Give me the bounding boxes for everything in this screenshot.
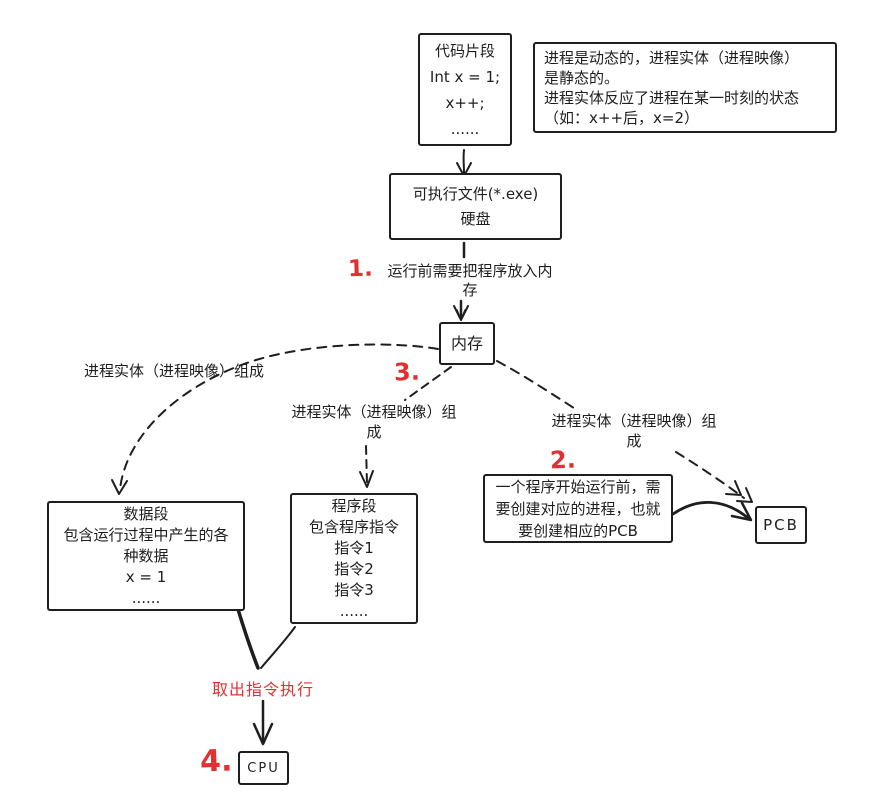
dashed-memory-to-pcb-2 — [675, 451, 745, 499]
code-line-ellipsis: ...... — [450, 119, 480, 138]
compose-label-left: 进程实体（进程映像）组成 — [84, 362, 265, 380]
step-1-label-line-2: 存 — [462, 281, 478, 299]
compose-label-middle-line-2: 成 — [366, 423, 382, 441]
arrow-exe-to-memory-head — [453, 305, 469, 321]
step-3-number: 3. — [393, 357, 421, 387]
code-line-incr: x++; — [445, 93, 485, 112]
step-2-number: 2. — [549, 445, 577, 475]
memory-box: 内存 — [439, 322, 495, 365]
exe-line-1: 可执行文件(*.exe) — [412, 184, 539, 203]
step-1-label: 运行前需要把程序放入内 存 — [372, 262, 568, 300]
note-line-2: 是静态的。 — [544, 68, 620, 87]
program-segment-instr-2: 指令2 — [334, 559, 374, 578]
data-segment-title: 数据段 — [123, 504, 169, 523]
dashed-memory-to-pcb-head-2 — [725, 480, 742, 496]
compose-label-right-line-1: 进程实体（进程映像）组 — [551, 412, 717, 430]
pcb-label: PCB — [763, 515, 799, 534]
line-program-to-fetch — [260, 626, 296, 669]
code-line-title: 代码片段 — [434, 41, 495, 60]
program-segment-title: 程序段 — [331, 496, 377, 515]
arrow-creation-to-pcb-head — [730, 501, 753, 522]
step-1-number: 1. — [347, 255, 374, 283]
compose-label-right-line-2: 成 — [626, 432, 642, 450]
cpu-box: CPU — [238, 751, 289, 785]
note-line-3: 进程实体反应了进程在某一时刻的状态 — [544, 88, 800, 107]
dashed-memory-to-program-head — [359, 470, 374, 488]
step-4-number: 4. — [199, 743, 233, 780]
program-segment-instr-1: 指令1 — [334, 538, 374, 557]
arrow-fetch-to-cpu-head — [252, 722, 274, 746]
program-segment-line-2: 包含程序指令 — [308, 517, 399, 536]
dashed-memory-to-pcb-head — [736, 487, 753, 503]
program-segment-instr-3: 指令3 — [334, 580, 374, 599]
pcb-creation-note-box: 一个程序开始运行前，需 要创建对应的进程，也就 要创建相应的PCB — [483, 474, 673, 543]
program-segment-ellipsis: ...... — [339, 601, 369, 620]
dashed-memory-to-program-2 — [365, 445, 368, 485]
dashed-memory-to-data-head — [111, 479, 128, 495]
memory-label: 内存 — [450, 334, 483, 353]
dashed-memory-to-pcb-1 — [496, 360, 578, 411]
code-snippet-box: 代码片段 Int x = 1; x++; ...... — [418, 33, 512, 146]
line-data-to-fetch — [235, 604, 260, 670]
step-1-label-line-1: 运行前需要把程序放入内 — [387, 262, 553, 280]
compose-label-right: 进程实体（进程映像）组 成 — [541, 411, 727, 451]
data-segment-line-2: 包含运行过程中产生的各 — [63, 525, 229, 544]
program-segment-box: 程序段 包含程序指令 指令1 指令2 指令3 ...... — [290, 493, 418, 624]
cpu-label: CPU — [247, 760, 280, 776]
note-line-1: 进程是动态的，进程实体（进程映像） — [544, 48, 800, 67]
data-segment-ellipsis: ...... — [131, 588, 161, 607]
compose-label-middle-line-1: 进程实体（进程映像）组 — [291, 403, 457, 421]
arrow-creation-to-pcb — [671, 501, 750, 520]
pcb-box: PCB — [755, 506, 807, 544]
creation-line-2: 要创建对应的进程，也就 — [495, 499, 661, 518]
code-line-int: Int x = 1; — [429, 67, 501, 86]
note-line-4: （如：x++后，x=2） — [544, 108, 700, 127]
creation-line-1: 一个程序开始运行前，需 — [495, 477, 661, 496]
data-segment-line-3: 种数据 — [123, 546, 169, 565]
data-segment-box: 数据段 包含运行过程中产生的各 种数据 x = 1 ...... — [47, 501, 245, 611]
process-note-box: 进程是动态的，进程实体（进程映像） 是静态的。 进程实体反应了进程在某一时刻的状… — [533, 42, 837, 133]
exe-file-box: 可执行文件(*.exe) 硬盘 — [389, 173, 562, 240]
data-segment-value: x = 1 — [125, 567, 167, 586]
exe-line-2: 硬盘 — [460, 209, 491, 228]
arrow-exe-to-memory-head-inner — [456, 309, 466, 321]
fetch-execute-label: 取出指令执行 — [212, 680, 315, 699]
creation-line-3: 要创建相应的PCB — [518, 521, 638, 540]
compose-label-middle: 进程实体（进程映像）组 成 — [281, 402, 467, 442]
